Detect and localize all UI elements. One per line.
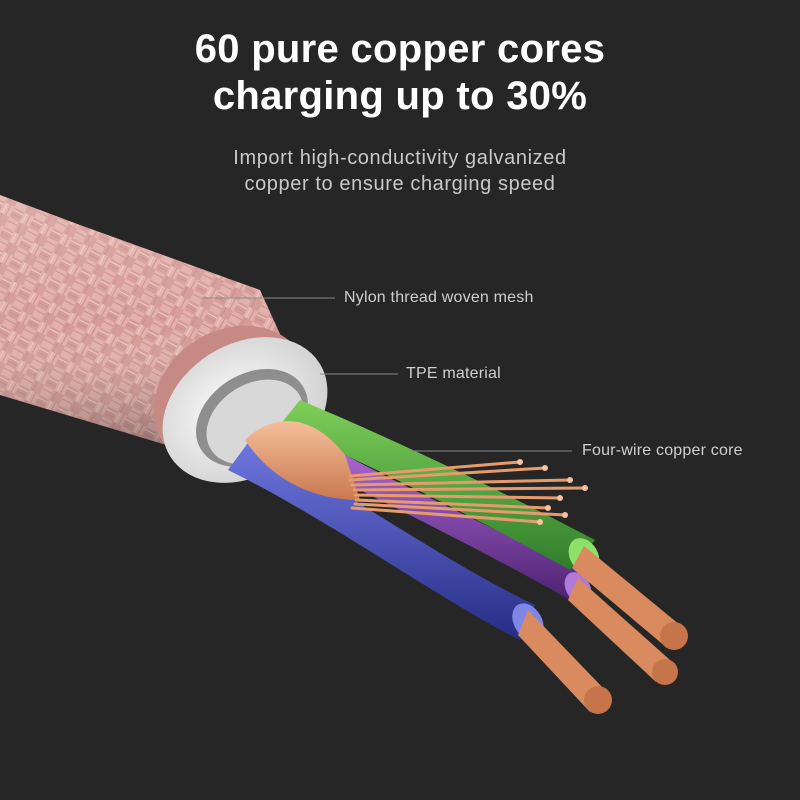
callout-mesh: Nylon thread woven mesh	[344, 289, 534, 306]
wire-green	[280, 400, 688, 650]
callout-tpe: TPE material	[406, 365, 501, 382]
callout-core: Four-wire copper core	[582, 442, 743, 459]
subheadline: Import high-conductivity galvanized copp…	[0, 145, 800, 197]
headline-line-1: 60 pure copper cores	[194, 27, 606, 71]
wire-blue	[228, 440, 612, 714]
headline-line-2: charging up to 30%	[212, 74, 588, 118]
wire-orange	[245, 421, 588, 525]
wire-purple	[330, 455, 678, 685]
subheadline-line-2: copper to ensure charging speed	[244, 173, 556, 195]
subheadline-line-1: Import high-conductivity galvanized	[233, 147, 567, 169]
headline: 60 pure copper cores charging up to 30%	[0, 26, 800, 120]
